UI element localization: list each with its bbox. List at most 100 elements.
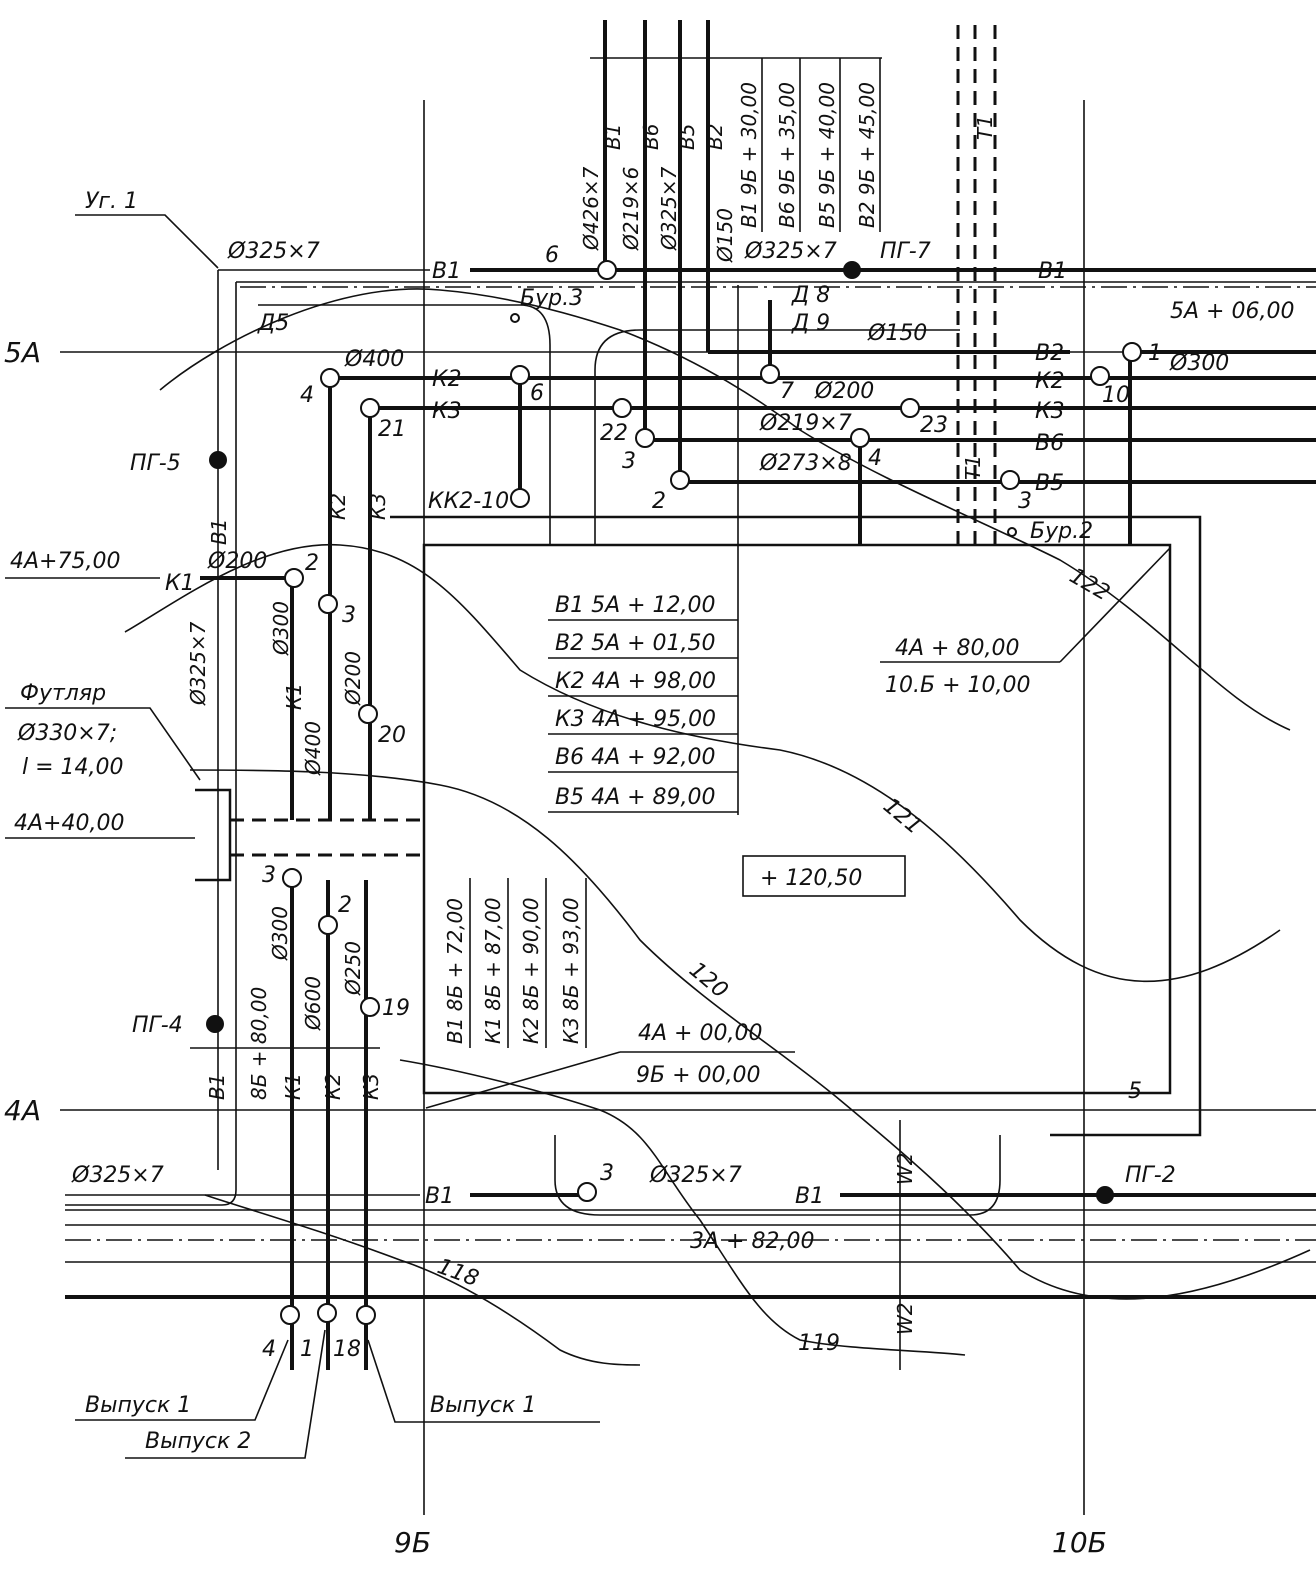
hydrant-pg5: ПГ-5: [130, 451, 181, 476]
well-6b: [510, 365, 530, 385]
roads: [65, 286, 1316, 1299]
label-b2: В2: [703, 124, 727, 150]
pipe-k-loop-right: [594, 329, 960, 545]
diameter-325x7: Ø325×7: [186, 621, 210, 706]
chainage-8b-80: 8Б + 80,00: [247, 987, 271, 1100]
callout-ug1-leader: [75, 214, 219, 269]
label-b1: В1: [601, 124, 625, 150]
table-bottom-row: К3 8Б + 93,00: [559, 898, 583, 1044]
label-b1: В1: [425, 1184, 454, 1209]
node-number: 22: [600, 421, 628, 446]
contour-119: [399, 1059, 966, 1356]
label-k2: К2: [321, 1073, 345, 1100]
chainage-9b-00: 9Б + 00,00: [636, 1063, 761, 1088]
callout-futlyar-leader: [5, 707, 201, 781]
hydrant-pg4: ПГ-4: [132, 1013, 183, 1038]
node-number: 4: [300, 383, 314, 408]
elevation-box: [742, 855, 906, 897]
well-3: [635, 428, 655, 448]
well-3b: [1000, 470, 1020, 490]
label-d8: Д 8: [791, 283, 830, 308]
contour-label-122: 122: [1065, 564, 1114, 607]
node-number: 3: [622, 449, 636, 474]
diameter-labels: Ø325×7 Ø325×7 Ø325×7 Ø325×7 Ø400 Ø150 Ø3…: [71, 166, 1229, 1188]
diameter-600: Ø600: [301, 976, 325, 1031]
label-b1: В1: [795, 1184, 824, 1209]
diameter-325x7: Ø325×7: [71, 1163, 164, 1188]
node-number: 6: [530, 381, 544, 406]
callout-bur3: Бур.3: [520, 286, 583, 311]
grid-axes: 5А 4А 9Б 10Б: [4, 100, 1316, 1559]
table-bottom-row: К2 8Б + 90,00: [519, 898, 543, 1044]
well-2: [670, 470, 690, 490]
table-top-row: В6 9Б + 35,00: [775, 82, 799, 228]
diameter-325x7: Ø325×7: [649, 1163, 742, 1188]
diameter-300: Ø300: [269, 601, 293, 656]
node-number: 2: [652, 489, 666, 514]
chainage-labels: 4А+75,00 4А+40,00 5А + 06,00 4А + 80,00 …: [5, 299, 1294, 1254]
diameter-325x7: Ø325×7: [657, 166, 681, 251]
axis-label-9b: 9Б: [394, 1526, 431, 1559]
contour-121: [124, 544, 1281, 983]
chainage-4a-80-leader: [1059, 547, 1171, 663]
table-center-row: В6 4А + 92,00: [555, 745, 716, 770]
label-b6: В6: [1035, 431, 1064, 456]
callout-bur2: Бур.2: [1030, 519, 1093, 544]
borehole-2: [1007, 527, 1017, 537]
pipe-labels: В1 В1 В2 К2 К2 К3 К3 В6 В5 К1 КК2-10 В1 …: [165, 115, 1067, 1335]
nodes: [280, 260, 1142, 1325]
callout-vypusk1-right-leader: [367, 1339, 600, 1423]
table-center-row: В2 5А + 01,50: [555, 631, 716, 656]
node-number: 20: [378, 723, 406, 748]
well-18: [356, 1305, 376, 1325]
label-w2: W2: [893, 1303, 917, 1336]
node-number: 5: [1128, 1079, 1142, 1104]
building-inner: [422, 543, 1172, 1095]
node-number: 4: [868, 446, 882, 471]
well-10: [1090, 366, 1110, 386]
well-20: [358, 704, 378, 724]
diameter-200: Ø200: [207, 549, 267, 574]
pipe-b1-loop: [65, 281, 1316, 1206]
node-number: 7: [780, 379, 794, 404]
node-number: 3: [600, 1161, 614, 1186]
contour-label-118: 118: [434, 1254, 482, 1292]
label-b6: В6: [639, 124, 663, 150]
well-6: [597, 260, 617, 280]
chainage-4a-40: 4А+40,00: [14, 811, 124, 836]
hydrant-pg2-symbol: [1096, 1186, 1114, 1204]
well-2d: [318, 915, 338, 935]
diameter-325x7: Ø325×7: [744, 239, 837, 264]
well-3e: [577, 1182, 597, 1202]
diameter-273x8: Ø273×8: [759, 451, 852, 476]
hydrant-pg7-symbol: [843, 261, 861, 279]
node-number: 1: [300, 1337, 314, 1362]
diameter-150: Ø150: [867, 321, 927, 346]
elevation-mark: + 120,50: [760, 866, 862, 891]
label-b1: В1: [207, 519, 231, 545]
label-b1: В1: [205, 1074, 229, 1100]
label-k2: К2: [1035, 369, 1065, 394]
well-4e: [280, 1305, 300, 1325]
node-number: 10: [1102, 383, 1130, 408]
building-outline: [390, 515, 1202, 1137]
callout-futlyar-l: l = 14,00: [22, 755, 124, 780]
label-t1: Т1: [973, 115, 997, 140]
contour-122: [159, 288, 1291, 731]
diameter-200: Ø200: [341, 651, 365, 706]
callout-vypusk2: Выпуск 2: [145, 1429, 251, 1454]
table-center-row: В1 5А + 12,00: [555, 593, 716, 618]
label-k1: К1: [281, 1073, 305, 1100]
contour-label-121: 121: [878, 793, 926, 839]
diameter-300: Ø300: [268, 906, 292, 961]
well-4b: [850, 428, 870, 448]
diameter-325x7: Ø325×7: [227, 239, 320, 264]
contour-118: [204, 1194, 641, 1366]
diameter-400: Ø400: [301, 721, 325, 776]
chainage-3a-82: 3А + 82,00: [690, 1229, 814, 1254]
callout-vypusk1-right: Выпуск 1: [430, 1393, 536, 1418]
hydrant-pg4-symbol: [206, 1015, 224, 1033]
chainage-4a-00-leader: [425, 1051, 621, 1109]
label-k1: К1: [282, 683, 306, 710]
chainage-5a-06: 5А + 06,00: [1170, 299, 1294, 324]
